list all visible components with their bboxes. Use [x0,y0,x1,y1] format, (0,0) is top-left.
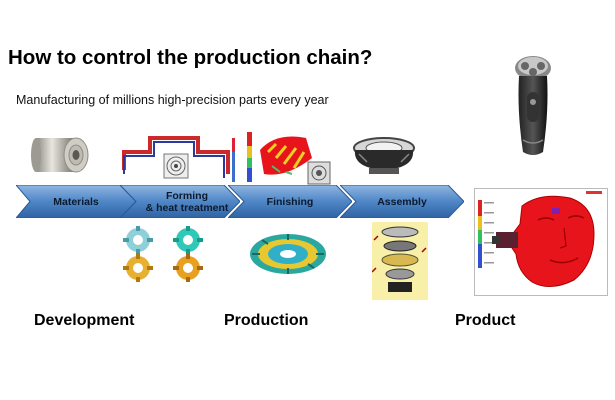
process-step-forming-label: Forming& heat treatment [145,189,229,214]
finishing-simulation-image [246,128,334,186]
cutter-gear-images [118,225,218,283]
stage-product: Product [455,312,516,329]
head-simulation-image [474,188,608,296]
steel-coil-image [30,126,92,178]
slide-title: How to control the production chain? [8,46,373,69]
assembly-exploded-image [371,222,428,300]
process-step-forming: Forming& heat treatment [120,185,240,218]
forming-profile-image [120,130,236,188]
process-step-assembly-label: Assembly [377,195,427,208]
process-step-finishing: Finishing [228,185,352,218]
shaver-image [505,52,561,160]
stage-production: Production [224,312,309,329]
production-gear-image [246,228,330,278]
slide-subtitle: Manufacturing of millions high-precision… [16,93,329,107]
process-step-materials: Materials [16,185,136,218]
process-step-materials-label: Materials [53,195,99,208]
stage-development: Development [34,312,135,329]
process-step-assembly: Assembly [340,185,464,218]
process-step-finishing-label: Finishing [266,195,314,208]
assembly-part-image [345,134,423,180]
